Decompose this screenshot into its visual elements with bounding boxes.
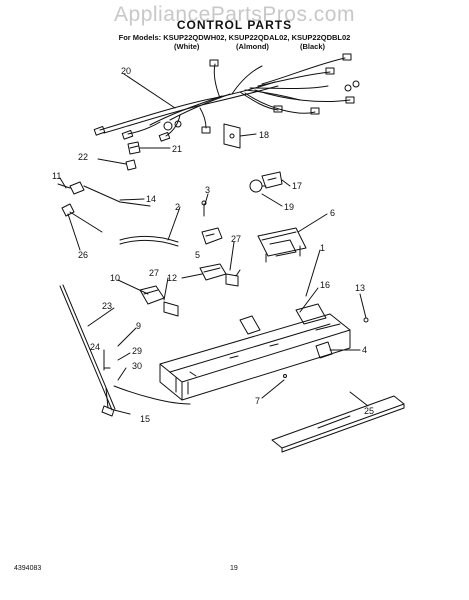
callout-29: 29	[132, 346, 142, 356]
callout-26: 26	[78, 250, 88, 260]
callout-14: 14	[146, 194, 156, 204]
page-title: CONTROL PARTS	[176, 18, 293, 32]
callout-19: 19	[284, 202, 294, 212]
plate-part	[223, 123, 241, 149]
screw-part	[363, 317, 369, 323]
bracket-small-part	[315, 341, 333, 359]
connector-part	[57, 181, 151, 233]
callout-11: 11	[52, 171, 61, 181]
callout-22: 22	[78, 152, 88, 162]
control-housing-part	[159, 303, 351, 401]
leader-lines	[59, 73, 369, 415]
callout-23: 23	[102, 301, 112, 311]
callout-3: 3	[205, 185, 210, 195]
callout-2: 2	[175, 202, 180, 212]
callout-18: 18	[259, 130, 269, 140]
models-line: For Models: KSUP22QDWH02, KSUP22QDAL02, …	[118, 33, 351, 42]
callout-15: 15	[140, 414, 150, 424]
callout-10: 10	[110, 273, 120, 283]
callout-27-lower: 27	[149, 268, 159, 278]
callout-30: 30	[132, 361, 142, 371]
clip-part	[127, 141, 141, 155]
page-number: 19	[230, 565, 238, 572]
rod-part	[59, 284, 116, 417]
callout-13: 13	[355, 283, 365, 293]
callout-16: 16	[320, 280, 330, 290]
callout-27-upper: 27	[231, 234, 241, 244]
callout-12: 12	[167, 273, 177, 283]
callout-5: 5	[195, 250, 200, 260]
callout-7: 7	[255, 396, 260, 406]
color-black: (Black)	[300, 42, 326, 51]
color-almond: (Almond)	[236, 42, 269, 51]
callout-20: 20	[121, 66, 131, 76]
callout-21: 21	[172, 144, 182, 154]
tube-part	[119, 235, 179, 243]
callout-9: 9	[136, 321, 141, 331]
callout-4: 4	[362, 345, 367, 355]
callout-1: 1	[320, 243, 325, 253]
watermark: AppliancePartsPros.com	[114, 3, 355, 26]
lamp-part	[249, 171, 283, 193]
control-part	[257, 227, 307, 263]
bracket-part	[201, 200, 223, 245]
callout-24: 24	[90, 342, 100, 352]
clip-small-part	[125, 159, 137, 171]
small-screw-part	[283, 374, 287, 378]
callout-25: 25	[364, 406, 374, 416]
trim-strip-part	[271, 395, 405, 453]
label-part	[163, 301, 179, 317]
wire-part	[113, 385, 191, 405]
color-white: (White)	[174, 42, 200, 51]
wiring-harness-part	[93, 53, 360, 142]
callout-6: 6	[330, 208, 335, 218]
callout-17: 17	[292, 181, 302, 191]
document-number: 4394083	[14, 565, 42, 572]
